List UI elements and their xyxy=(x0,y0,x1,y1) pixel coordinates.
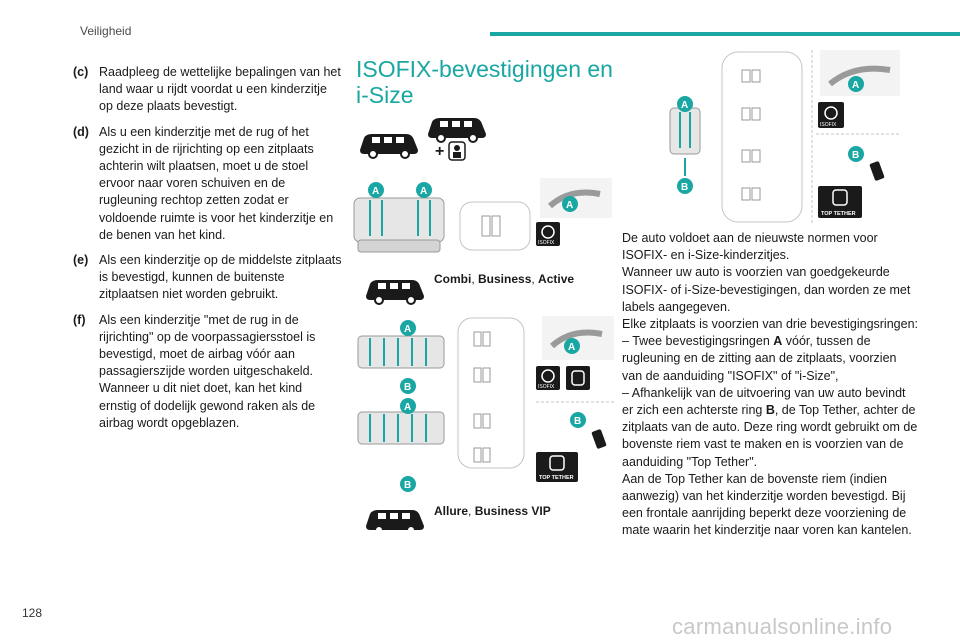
isofix-anchor-detail: A xyxy=(540,178,612,218)
paragraph: Aan de Top Tether kan de bovenste riem (… xyxy=(622,471,912,538)
bullet-item: – Afhankelijk van de uitvoering van uw a… xyxy=(622,385,918,469)
item-label: (d) xyxy=(73,124,89,139)
anchor-b-label: B xyxy=(574,416,581,427)
variant-caption: Allure, Business VIP xyxy=(434,504,551,518)
isize-badge xyxy=(566,366,590,390)
van-icon xyxy=(365,509,425,530)
rear-seats-diagram: A B A B xyxy=(357,320,445,492)
anchor-a-label: A xyxy=(566,200,573,211)
child-seat-icon: + xyxy=(435,141,466,161)
rear-seat-side-diagram: A B xyxy=(669,96,701,194)
watermark: carmanualsonline.info xyxy=(672,614,893,639)
isofix-badge: ISOFIX xyxy=(818,102,844,128)
item-label: (c) xyxy=(73,65,89,79)
item-text: Als een kinderzitje op de middelste zitp… xyxy=(99,253,342,302)
item-text: Raadpleeg de wettelijke bepalingen van h… xyxy=(99,65,341,114)
anchor-b-label: B xyxy=(404,480,411,491)
list-item: (e) Als een kinderzitje op de middelste … xyxy=(73,252,343,304)
isofix-badge: ISOFIX xyxy=(536,366,560,390)
isofix-anchor-detail: A xyxy=(820,50,900,96)
isofix-anchor-detail: A xyxy=(542,316,614,360)
header-accent-bar xyxy=(490,32,960,36)
isofix-label: ISOFIX xyxy=(538,384,555,390)
paragraph: Elke zitplaats is voorzien van drie beve… xyxy=(622,317,918,332)
section-title: Veiligheid xyxy=(80,24,132,38)
top-tether-badge: TOP TETHER xyxy=(818,186,862,218)
variant-name: Business VIP xyxy=(474,504,551,518)
top-tether-label: TOP TETHER xyxy=(539,475,574,481)
list-item: (d) Als u een kinderzitje met de rug of … xyxy=(73,124,343,244)
isofix-badge: ISOFIX xyxy=(536,222,560,246)
right-column: De auto voldoet aan de nieuwste normen v… xyxy=(622,230,920,540)
separator: , xyxy=(471,272,479,286)
car-topview xyxy=(459,201,531,251)
item-text: Als u een kinderzitje met de rug of het … xyxy=(99,124,334,242)
car-topview xyxy=(721,51,803,223)
svg-text:+: + xyxy=(435,143,444,160)
anchor-a-label: A xyxy=(404,402,411,413)
page-number: 128 xyxy=(22,606,43,620)
anchor-a-label: A xyxy=(372,186,379,197)
list-item: (c) Raadpleeg de wettelijke bepalingen v… xyxy=(73,64,343,116)
van-icon xyxy=(359,133,419,159)
isofix-label: ISOFIX xyxy=(538,240,555,246)
anchor-a-label: A xyxy=(404,324,411,335)
variant-name: Combi xyxy=(434,272,472,286)
variant-name: Active xyxy=(538,272,575,286)
variant-name: Business xyxy=(478,272,532,286)
isofix-diagrams: + A A A ISOFIX A B xyxy=(353,117,616,530)
car-topview xyxy=(457,317,525,469)
anchor-a-label: A xyxy=(420,186,427,197)
van-icon xyxy=(365,279,425,305)
paragraph: De auto voldoet aan de nieuwste normen v… xyxy=(622,231,878,263)
top-tether-label: TOP TETHER xyxy=(821,211,856,217)
variant-name: Allure xyxy=(434,504,469,518)
separator: , xyxy=(468,504,475,518)
van-icon xyxy=(427,117,487,143)
item-label: (e) xyxy=(73,253,89,268)
anchor-a-label: A xyxy=(852,80,859,91)
variant-caption: Combi, Business, Active xyxy=(434,272,574,286)
anchor-b-label: B xyxy=(404,382,411,393)
anchor-ref: A xyxy=(773,334,783,349)
separator: , xyxy=(531,272,539,286)
section-heading: ISOFIX-bevestigingen en i-Size xyxy=(356,56,613,108)
list-item: (f) Als een kinderzitje "met de rug in d… xyxy=(73,312,343,432)
top-tether-badge: TOP TETHER xyxy=(536,452,578,482)
anchor-b-label: B xyxy=(681,182,688,193)
top-tether-detail: B xyxy=(848,146,885,181)
isofix-label: ISOFIX xyxy=(820,122,837,128)
anchor-a-label: A xyxy=(681,100,688,111)
anchor-a-label: A xyxy=(568,342,575,353)
rear-bench-diagram: A A xyxy=(353,182,445,253)
seat-layout-diagram: A B A ISOFIX B TOP TETHER xyxy=(669,50,900,225)
item-text: Als een kinderzitje "met de rug in de ri… xyxy=(99,312,316,430)
bullet-item: – Twee bevestigingsringen A vóór, tussen… xyxy=(622,334,897,383)
anchor-ref: B xyxy=(765,403,775,418)
paragraph: Wanneer uw auto is voorzien van goedgeke… xyxy=(622,265,911,314)
top-tether-detail: B xyxy=(570,412,607,449)
item-label: (f) xyxy=(73,312,86,327)
anchor-b-label: B xyxy=(852,150,859,161)
left-column: (c) Raadpleeg de wettelijke bepalingen v… xyxy=(73,64,343,440)
